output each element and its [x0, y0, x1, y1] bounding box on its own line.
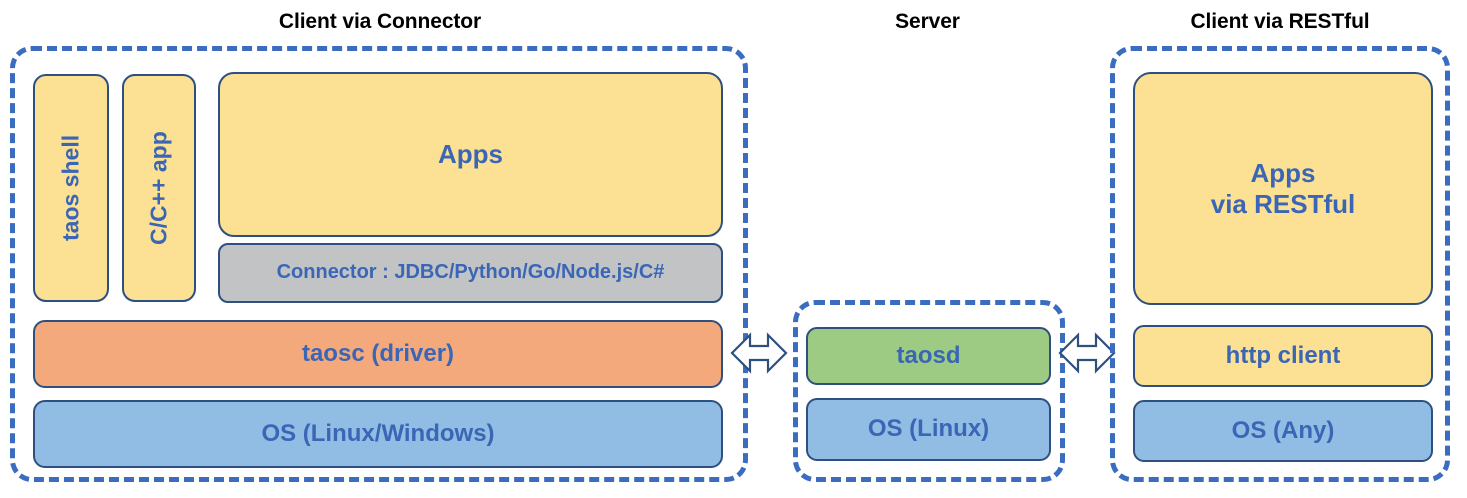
block-os-linux-windows[interactable]: OS (Linux/Windows): [33, 400, 723, 468]
section-title-client-via-connector: Client via Connector: [278, 10, 482, 33]
section-title-server: Server: [895, 10, 960, 33]
double-arrow-horizontal-icon-client-server: [730, 325, 788, 381]
block-http-client[interactable]: http client: [1133, 325, 1433, 387]
block-taos-shell[interactable]: taos shell: [33, 74, 109, 302]
group-client-via-restful: [1110, 46, 1450, 482]
block-os-linux[interactable]: OS (Linux): [806, 398, 1051, 461]
block-os-any[interactable]: OS (Any): [1133, 400, 1433, 462]
block-taosd[interactable]: taosd: [806, 327, 1051, 385]
group-server: [793, 300, 1065, 482]
block-connector-libraries[interactable]: Connector : JDBC/Python/Go/Node.js/C#: [218, 243, 723, 303]
group-client-via-connector: [10, 46, 748, 482]
section-title-client-via-restful: Client via RESTful: [1190, 10, 1370, 33]
double-arrow-horizontal-icon-server-restful: [1058, 325, 1116, 381]
block-c-cpp-app[interactable]: C/C++ app: [122, 74, 196, 302]
block-apps[interactable]: Apps: [218, 72, 723, 237]
block-taosc-driver[interactable]: taosc (driver): [33, 320, 723, 388]
